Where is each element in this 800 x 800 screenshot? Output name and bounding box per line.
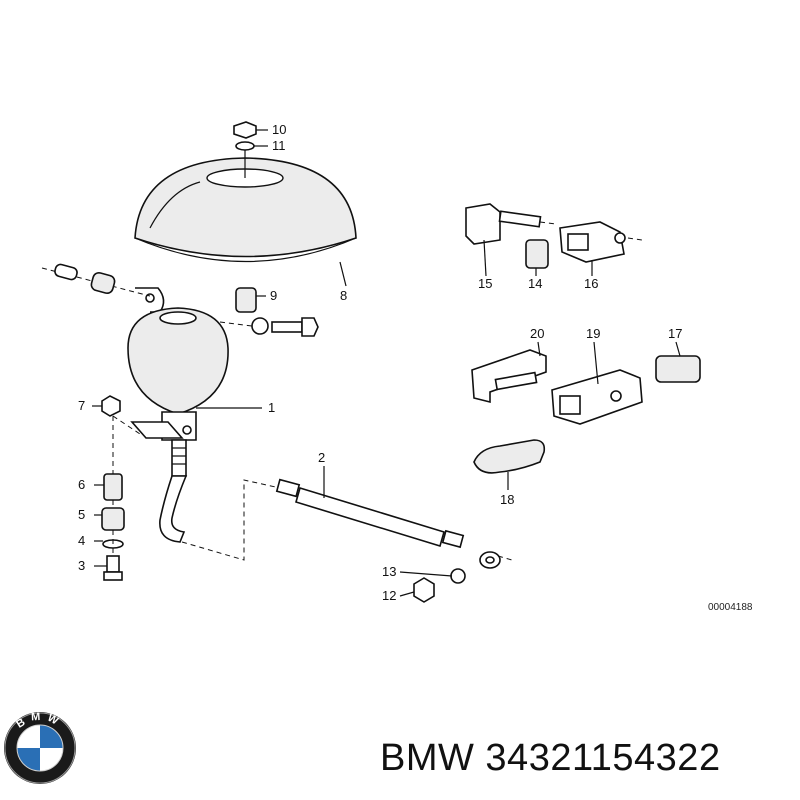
callout-5: 5	[78, 507, 85, 522]
callout-labels: 1 2 3 4 5 6 7 8 9 10 11 12 13 14 15 16 1…	[78, 122, 753, 613]
callout-15: 15	[478, 276, 492, 291]
pressure-accumulator	[127, 287, 229, 543]
part-number-caption: BMW 34321154322	[380, 737, 721, 779]
callout-12: 12	[382, 588, 396, 603]
bush-17	[655, 355, 701, 383]
bracket-19	[551, 369, 643, 425]
callout-1: 1	[268, 400, 275, 415]
callout-13: 13	[382, 564, 396, 579]
callout-14: 14	[528, 276, 542, 291]
accumulator-cover	[134, 157, 357, 263]
callout-2: 2	[318, 450, 325, 465]
callout-18: 18	[500, 492, 514, 507]
drawing-reference: 00004188	[708, 602, 753, 613]
callout-20: 20	[530, 326, 544, 341]
leader-lines	[92, 129, 681, 597]
callout-4: 4	[78, 533, 85, 548]
high-pressure-hose	[275, 478, 513, 603]
clamp-20	[471, 349, 547, 404]
sleeve-9	[219, 287, 319, 337]
callout-7: 7	[78, 398, 85, 413]
callout-6: 6	[78, 477, 85, 492]
mounting-stack	[101, 395, 141, 581]
bush-14	[525, 239, 549, 269]
bmw-roundel-icon: BMW	[4, 711, 76, 784]
callout-19: 19	[586, 326, 600, 341]
bracket-16	[559, 221, 643, 263]
callout-17: 17	[668, 326, 682, 341]
callout-9: 9	[270, 288, 277, 303]
pin-and-bush	[41, 263, 151, 297]
callout-16: 16	[584, 276, 598, 291]
callout-11: 11	[272, 138, 286, 153]
clamp-15	[465, 203, 557, 245]
clip-18	[473, 439, 546, 474]
callout-10: 10	[272, 122, 286, 137]
callout-3: 3	[78, 558, 85, 573]
callout-8: 8	[340, 288, 347, 303]
pipe-route	[181, 479, 281, 561]
